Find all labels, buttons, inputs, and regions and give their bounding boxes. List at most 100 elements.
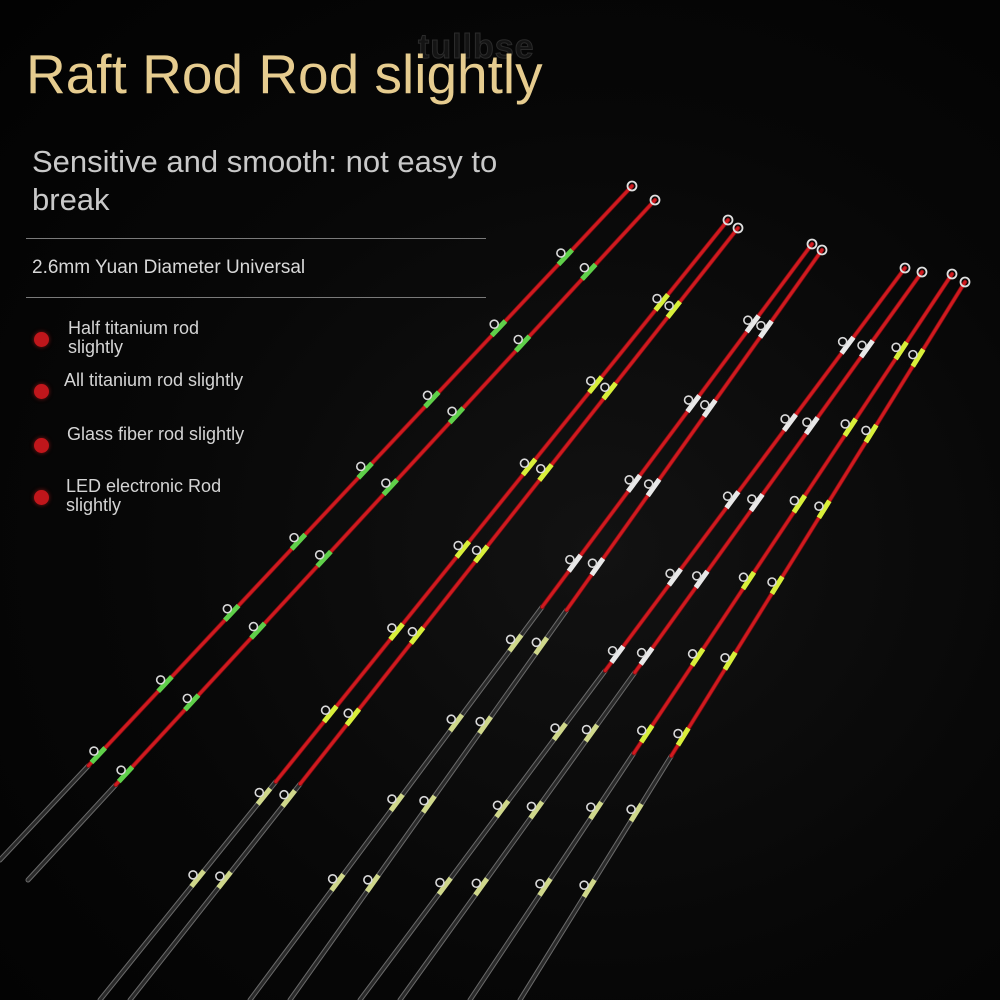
rod-guide [448,713,465,733]
tip-ring [806,238,818,250]
rod-guide [740,570,757,591]
feature-label: Half titanium rod slightly [68,318,200,357]
diameter-spec: 2.6mm Yuan Diameter Universal [32,257,306,278]
rod-guide [223,603,241,622]
fishing-rod [25,194,661,883]
bullet-icon [34,438,49,453]
rod-guide [289,532,308,551]
guide-ring [453,540,463,551]
guide-ring [505,634,516,645]
guide-ring [722,491,733,502]
rod-guide [477,715,493,735]
bullet-icon [34,384,49,399]
guide-ring [492,800,503,811]
fishing-rod [467,268,958,1000]
guide-ring [579,262,590,273]
rod-guide [494,799,511,819]
rod-guide [489,319,508,338]
fishing-rod [0,180,638,863]
rod-guide [675,726,691,747]
guide-ring [314,550,325,560]
guide-ring [222,603,233,614]
guide-ring [587,558,598,568]
rod-guide [587,375,604,395]
rod-guide [551,722,568,742]
guide-ring [320,705,331,716]
guide-ring [387,794,397,804]
rod-guide [628,802,644,823]
rod-guide [863,423,879,444]
guide-ring [891,342,901,353]
rod-guide [639,724,655,744]
feature-label: All titanium rod slightly [64,370,244,390]
rod-guide [388,622,405,642]
guide-ring [780,414,790,424]
feature-label: Glass fiber rod slightly [67,424,245,444]
fishing-rod [97,214,734,1000]
feature-item-all-titanium: All titanium rod slightly [32,371,262,415]
guide-ring [747,494,757,504]
rod-guide [255,786,273,806]
guide-ring [802,417,812,427]
rod-guide [556,248,574,267]
feature-label: LED electronic Rod slightly [66,476,222,515]
rod-guide [329,872,346,892]
guide-ring [254,787,265,798]
rod-guide [685,394,702,414]
rod-guide [189,869,206,889]
rod-guide [116,765,135,784]
guide-ring [664,300,674,311]
tip-ring [816,244,828,256]
feature-item-led-electronic: LED electronic Rod slightly [32,477,262,521]
guide-ring [422,390,433,401]
tip-ring [722,214,734,226]
fishing-rod [287,244,828,1000]
guide-ring [643,479,654,489]
fishing-rod [397,266,928,1000]
guide-ring [585,376,596,386]
rod-guide [156,675,174,694]
tip-ring [959,276,971,288]
rod-guide [537,463,554,482]
guide-ring [435,877,445,888]
guide-ring [531,637,542,648]
guide-ring [182,693,193,704]
guide-ring [279,789,289,800]
rod-guide [638,646,655,666]
guide-ring [419,795,429,806]
rod-guide [769,575,785,595]
guide-ring [607,645,618,656]
guide-ring [699,400,710,410]
rod-guide [581,878,597,899]
rod-guide [701,398,718,418]
fishing-rod [247,238,818,1000]
rod-guide [183,693,201,712]
rod-guide [744,314,761,334]
feature-item-half-titanium: Half titanium rod slightly [32,319,262,363]
rod-guide [758,319,774,339]
guide-ring [535,878,545,889]
rod-guide [816,499,832,520]
guide-ring [738,572,749,583]
guide-ring [387,623,397,633]
rod-guide [893,340,909,361]
rod-guide [533,636,550,656]
divider-top [26,238,486,239]
rod-guide [583,723,600,743]
rod-guide [588,800,604,821]
rod-guide [839,335,856,355]
tip-ring [899,262,911,274]
rod-guide [388,793,405,813]
product-title: Raft Rod Rod slightly [26,43,543,105]
guide-ring [665,568,675,579]
rod-guide [537,877,553,897]
fishing-rod [127,222,744,1000]
guide-ring [861,425,871,436]
rod-guide [666,567,683,587]
guide-ring [407,626,418,637]
guide-ring [550,723,560,733]
guide-ring [683,395,694,405]
rod-guide [609,644,626,664]
tip-ring [916,266,928,278]
rod-guide [344,707,362,727]
